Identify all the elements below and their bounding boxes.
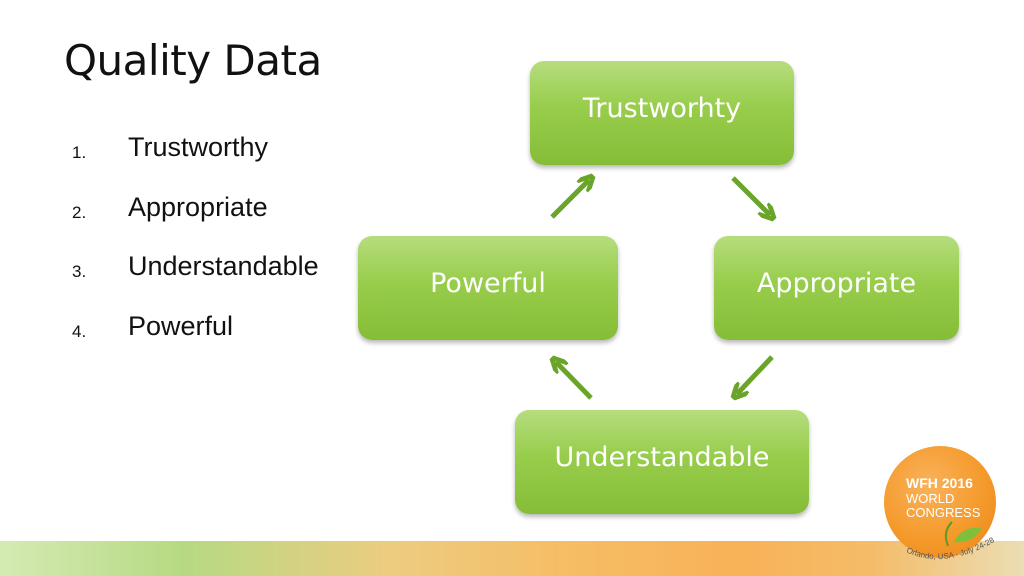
cycle-box-appropriate: Appropriate [714,236,959,340]
arrow-trustworthy-to-appropriate-icon [731,176,770,215]
cycle-box-trustworthy: Trustworhty [530,61,794,165]
list-item: 4. Powerful [72,307,319,367]
list-item-number: 4. [72,321,87,341]
cycle-box-label: Appropriate [756,267,917,299]
arrow-powerful-to-trustworthy-icon [550,180,589,219]
cycle-box-understandable: Understandable [515,410,809,514]
list-item-label: Appropriate [128,191,268,222]
list-item-number: 3. [72,262,87,282]
arrow-understandable-to-powerful-icon [556,362,593,400]
cycle-box-label: Trustworhty [582,92,742,124]
cycle-box-label: Powerful [430,267,546,299]
list-item-label: Trustworthy [128,132,269,162]
list-item-label: Understandable [128,251,319,282]
svg-text:Orlando, USA · July 24-28: Orlando, USA · July 24-28 [905,535,996,561]
logo-subtitle: CONGRESS [906,505,981,520]
logo-circle [884,446,996,558]
list-item-number: 2. [72,202,87,222]
list-item-number: 1. [72,143,87,162]
decorative-bottom-band [0,541,1024,576]
logo-subtitle: WORLD [906,491,955,506]
list-item: 2. Appropriate [72,188,319,248]
list-item: 1. Trustworthy [72,128,319,188]
cycle-box-label: Understandable [554,441,770,473]
arrow-appropriate-to-understandable-icon [737,355,774,394]
list-item-label: Powerful [128,310,234,341]
cycle-box-powerful: Powerful [358,236,618,340]
logo-leaf-icon: Orlando, USA · July 24-28 [905,521,996,561]
logo-arc-text: Orlando, USA · July 24-28 [905,535,996,561]
logo-title: WFH 2016 [906,475,973,491]
wfh-congress-logo: WFH 2016 WORLD CONGRESS Orlando, USA · J… [884,446,1004,566]
slide-title: Quality Data [64,36,322,85]
quality-list: 1. Trustworthy 2. Appropriate 3. Underst… [72,128,319,366]
list-item: 3. Understandable [72,247,319,307]
